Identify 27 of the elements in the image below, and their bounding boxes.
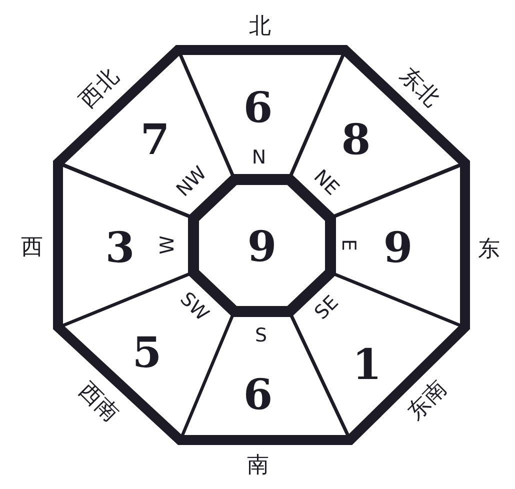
sector [60, 272, 234, 438]
direction-label: 东南 [404, 378, 452, 424]
number-label: 7 [140, 118, 170, 161]
sector [288, 272, 462, 438]
compass-abbreviation: SE [312, 292, 342, 324]
direction-label: 西 [21, 237, 43, 259]
number-label: 8 [341, 118, 371, 161]
number-label: 6 [243, 87, 273, 129]
direction-label: 西南 [74, 380, 122, 426]
compass-abbreviation: S [254, 326, 268, 346]
number-label: 9 [383, 226, 413, 269]
compass-abbreviation: N [252, 148, 266, 168]
compass-abbreviation: W [158, 236, 178, 254]
compass-abbreviation: NW [174, 164, 210, 200]
number-label: 1 [352, 344, 382, 386]
number-label: 9 [247, 226, 277, 268]
direction-label: 东北 [396, 64, 442, 112]
number-label: 6 [243, 374, 273, 416]
direction-label: 北 [249, 16, 271, 38]
number-label: 3 [105, 226, 135, 269]
compass-abbreviation: NE [310, 167, 342, 199]
number-label: 5 [132, 332, 162, 374]
compass-abbreviation: E [338, 238, 358, 251]
direction-label: 东 [478, 239, 500, 261]
direction-label: 南 [247, 455, 269, 477]
compass-abbreviation: SW [176, 289, 212, 325]
direction-label: 西北 [76, 66, 124, 112]
